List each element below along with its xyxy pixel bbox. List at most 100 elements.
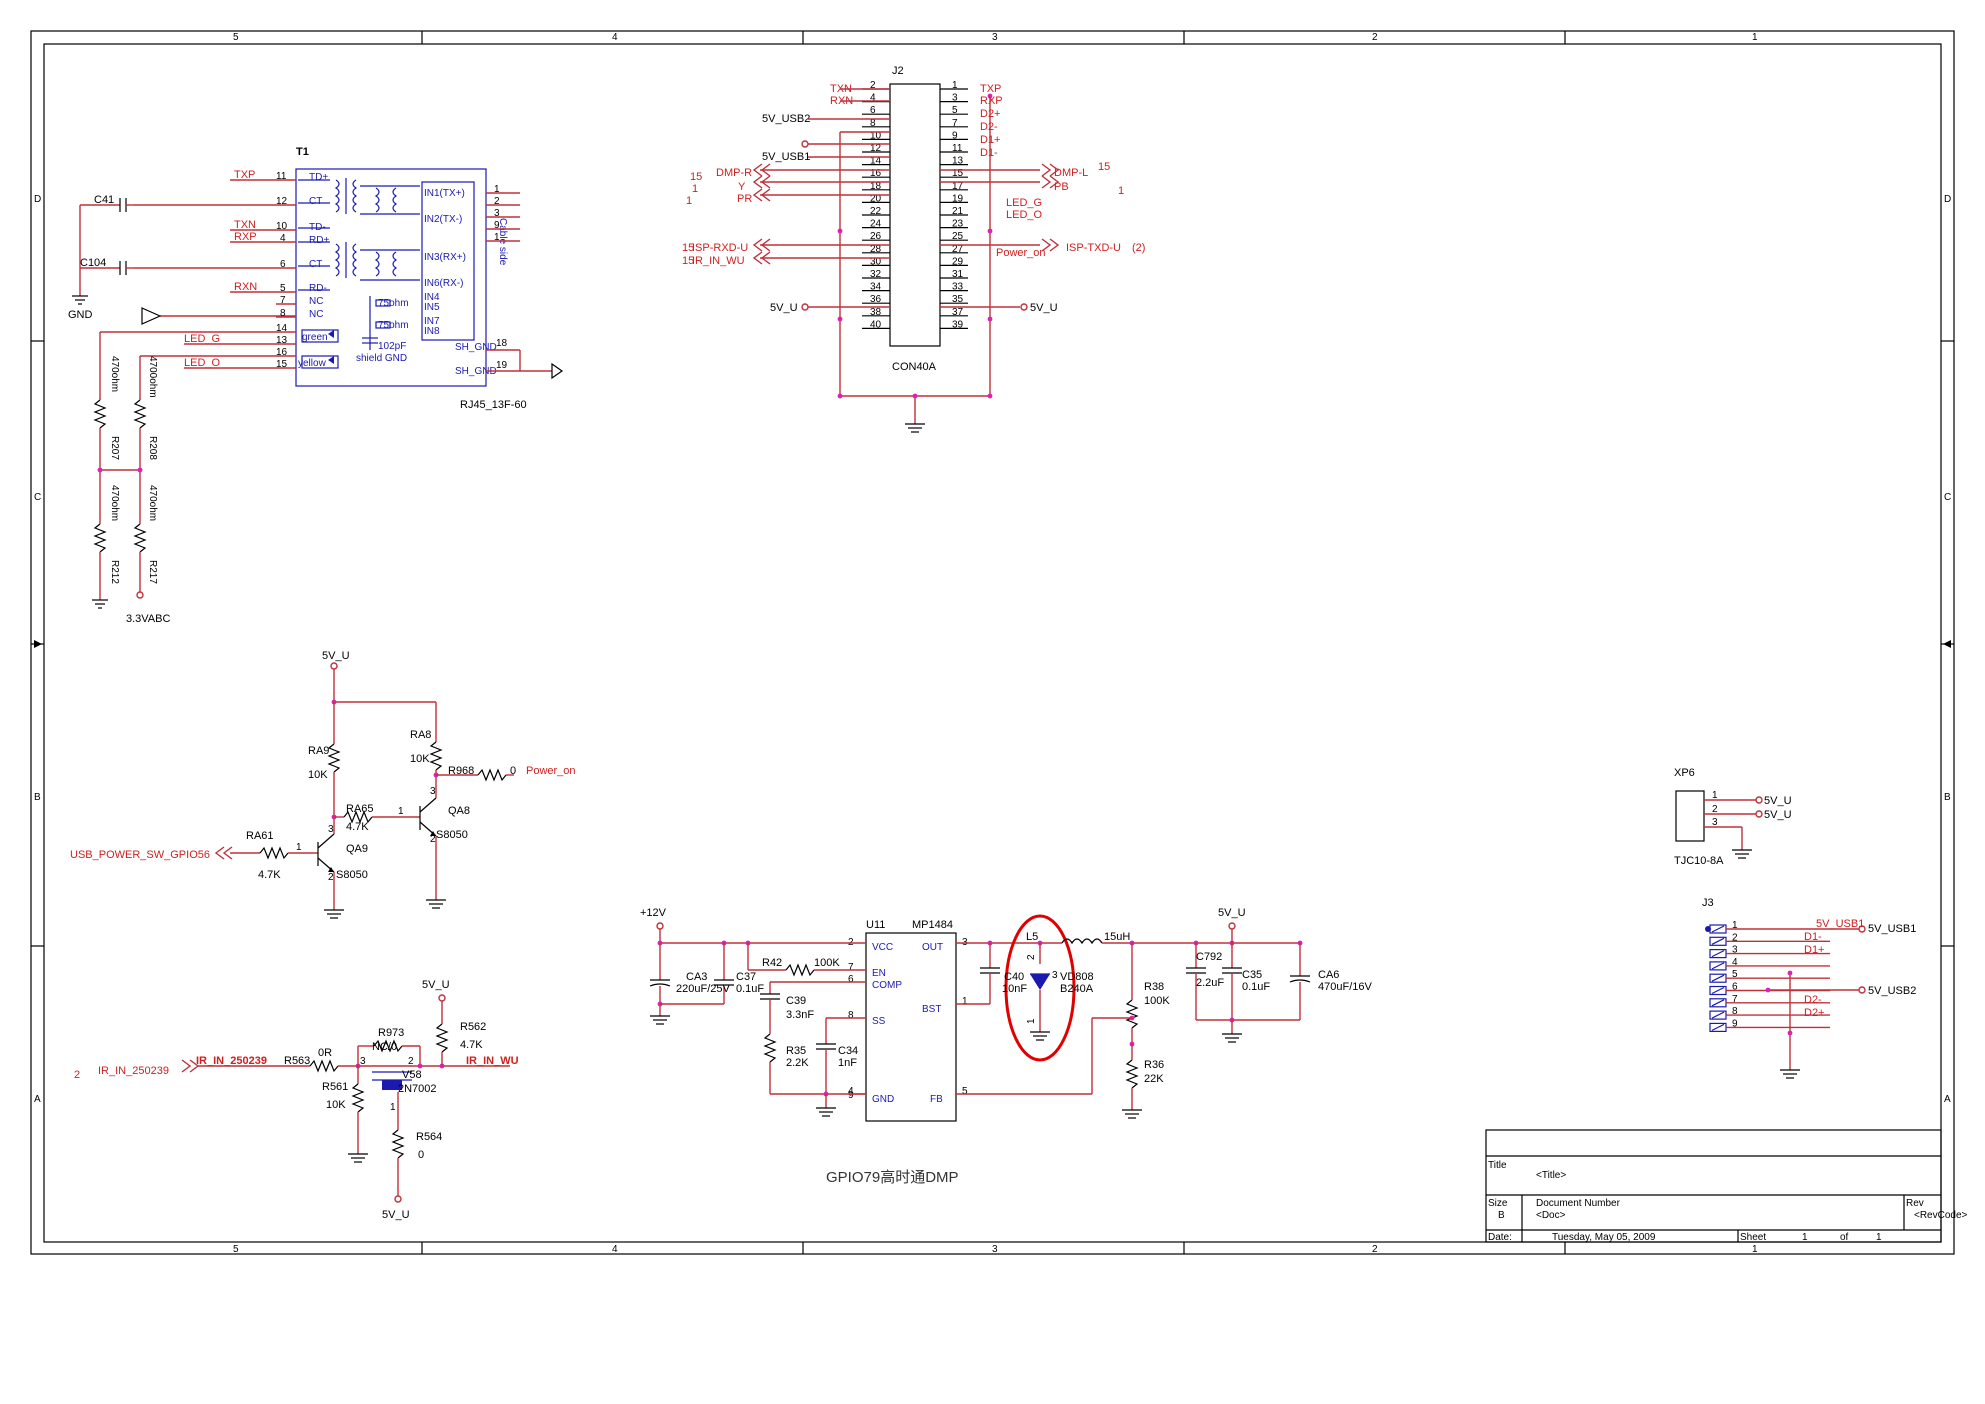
- v58-pin-1: 1: [390, 1102, 396, 1113]
- ra9-val: 10K: [308, 769, 328, 781]
- ra65-ref: RA65: [346, 803, 374, 815]
- gnd-label-t1: GND: [68, 309, 93, 321]
- j2-right-pin-label: 31: [952, 269, 964, 280]
- j3-net-5v-usb1: 5V_USB1: [1816, 918, 1864, 930]
- date-value: Tuesday, May 05, 2009: [1552, 1232, 1656, 1243]
- r562-ref: R562: [460, 1021, 486, 1033]
- j3-pin-label: 8: [1732, 1006, 1738, 1017]
- u11-pin-9: 9: [848, 1090, 854, 1101]
- v58-pin-2: 2: [408, 1056, 414, 1067]
- j2-left-pin-label: 28: [870, 244, 882, 255]
- r217-ref: R217: [147, 560, 158, 584]
- j2-num-1c: 1: [1118, 185, 1124, 197]
- j2-right-pin-label: 7: [952, 118, 958, 129]
- j2-connector: J2 CON40A 246810121416182022242628303234…: [682, 65, 1145, 433]
- sheet-value: 1: [1802, 1232, 1808, 1243]
- j2-left-pin-label: 38: [870, 307, 882, 318]
- qa8-pin-2: 2: [430, 834, 436, 845]
- frame-col-2-bottom: 2: [1372, 1244, 1378, 1255]
- c792-ref: C792: [1196, 951, 1222, 963]
- t1-pin-11: 11: [276, 171, 287, 182]
- rev-value: <RevCode>: [1914, 1210, 1968, 1221]
- xp6-pin-1: 1: [1712, 790, 1718, 801]
- size-value: B: [1498, 1210, 1505, 1221]
- sheet-label: Sheet: [1740, 1232, 1766, 1243]
- net-txn-t1: TXN: [234, 219, 256, 231]
- j2-num-15b: 15: [1098, 161, 1110, 173]
- frame-col-1-top: 1: [1752, 32, 1758, 43]
- t1-in-nc2: NC: [309, 309, 323, 320]
- j2-num-1a: 1: [692, 183, 698, 195]
- r36-val: 22K: [1144, 1073, 1164, 1085]
- j2-left-pin-label: 24: [870, 219, 882, 230]
- j2-part: CON40A: [892, 361, 937, 373]
- c34-ref: C34: [838, 1045, 858, 1057]
- c40-val: 10nF: [1002, 983, 1027, 995]
- r35-val: 2.2K: [786, 1057, 809, 1069]
- frame-row-b-left: B: [34, 792, 41, 803]
- j3-net-d1-plus: D1+: [1804, 944, 1825, 956]
- j2-net-d2p: D2+: [980, 108, 1001, 120]
- frame-row-d-right: D: [1944, 194, 1951, 205]
- r973-ref: R973: [378, 1027, 404, 1039]
- t1-pin-10: 10: [276, 221, 288, 232]
- j2-left-pin-label: 8: [870, 118, 876, 129]
- r207-val: 470ohm: [109, 356, 120, 392]
- frame-col-2-top: 2: [1372, 32, 1378, 43]
- t1-pin-13: 13: [276, 335, 288, 346]
- frame-col-4-top: 4: [612, 32, 618, 43]
- j2-net-y: Y: [738, 181, 746, 193]
- j2-right-pin-label: 5: [952, 105, 958, 116]
- j2-right-pin-label: 33: [952, 282, 964, 293]
- j2-right-pin-label: 37: [952, 307, 964, 318]
- u11-fb: FB: [930, 1094, 943, 1105]
- r563-val: 0R: [318, 1047, 332, 1059]
- docnum-value: <Doc>: [1536, 1210, 1566, 1221]
- j2-right-pin-label: 19: [952, 193, 964, 204]
- qa8-type: S8050: [436, 829, 468, 841]
- net-power-on-switch: Power_on: [526, 765, 576, 777]
- t1-in-in4: IN4: [424, 292, 440, 303]
- t1-pin-7: 7: [280, 295, 286, 306]
- xp6-net-2: 5V_U: [1764, 809, 1792, 821]
- u11-gnd: GND: [872, 1094, 894, 1105]
- j2-net-isp-txd: ISP-TXD-U: [1066, 242, 1121, 254]
- c35-ref: C35: [1242, 969, 1262, 981]
- ca6-ref: CA6: [1318, 969, 1339, 981]
- v58-part: 2N7002: [398, 1083, 437, 1095]
- ra8-ref: RA8: [410, 729, 431, 741]
- j2-net-led-g: LED_G: [1006, 197, 1042, 209]
- j2-right-pin-label: 13: [952, 156, 964, 167]
- t1-pin-5: 5: [280, 283, 286, 294]
- j2-net-5v-u-right: 5V_U: [1030, 302, 1058, 314]
- frame-row-b-right: B: [1944, 792, 1951, 803]
- frame-col-4-bottom: 4: [612, 1244, 618, 1255]
- j3-side-5v-usb1: 5V_USB1: [1868, 923, 1916, 935]
- t1-in-td-minus: TD-: [309, 222, 326, 233]
- ir-supply-bottom: 5V_U: [382, 1209, 410, 1221]
- j2-right-pin-label: 11: [952, 143, 963, 154]
- j3-side-5v-usb2: 5V_USB2: [1868, 985, 1916, 997]
- j2-left-pin-label: 34: [870, 282, 882, 293]
- r208-val: 4700ohm: [147, 356, 158, 398]
- r42-ref: R42: [762, 957, 782, 969]
- qa8-ref: QA8: [448, 805, 470, 817]
- j2-left-pin-label: 2: [870, 80, 876, 91]
- frame-row-d-left: D: [34, 194, 41, 205]
- j2-left-pin-label: 18: [870, 181, 882, 192]
- t1-in-shgnd2: SH_GND: [455, 366, 497, 377]
- t1-in-in8: IN8: [424, 326, 440, 337]
- u11-pin-5: 5: [962, 1086, 968, 1097]
- j3-pin-label: 1: [1732, 920, 1738, 931]
- t1-cable-side: Cable side: [497, 218, 508, 266]
- u11-pin-1: 1: [962, 996, 968, 1007]
- qa9-pin-2: 2: [328, 872, 334, 883]
- ir-net-in-1: IR_IN_250239: [98, 1065, 169, 1077]
- u11-ss: SS: [872, 1016, 886, 1027]
- j2-left-pin-label: 40: [870, 319, 882, 330]
- j2-net-dmp-r: DMP-R: [716, 167, 752, 179]
- j2-net-ir-in-wu: IR_IN_WU: [692, 255, 745, 267]
- t1-ref: T1: [296, 146, 309, 158]
- xp6-connector: XP6 TJC10-8A 1 2 3 5V_U 5V_U: [1674, 767, 1792, 867]
- vd808-ref: VD808: [1060, 971, 1094, 983]
